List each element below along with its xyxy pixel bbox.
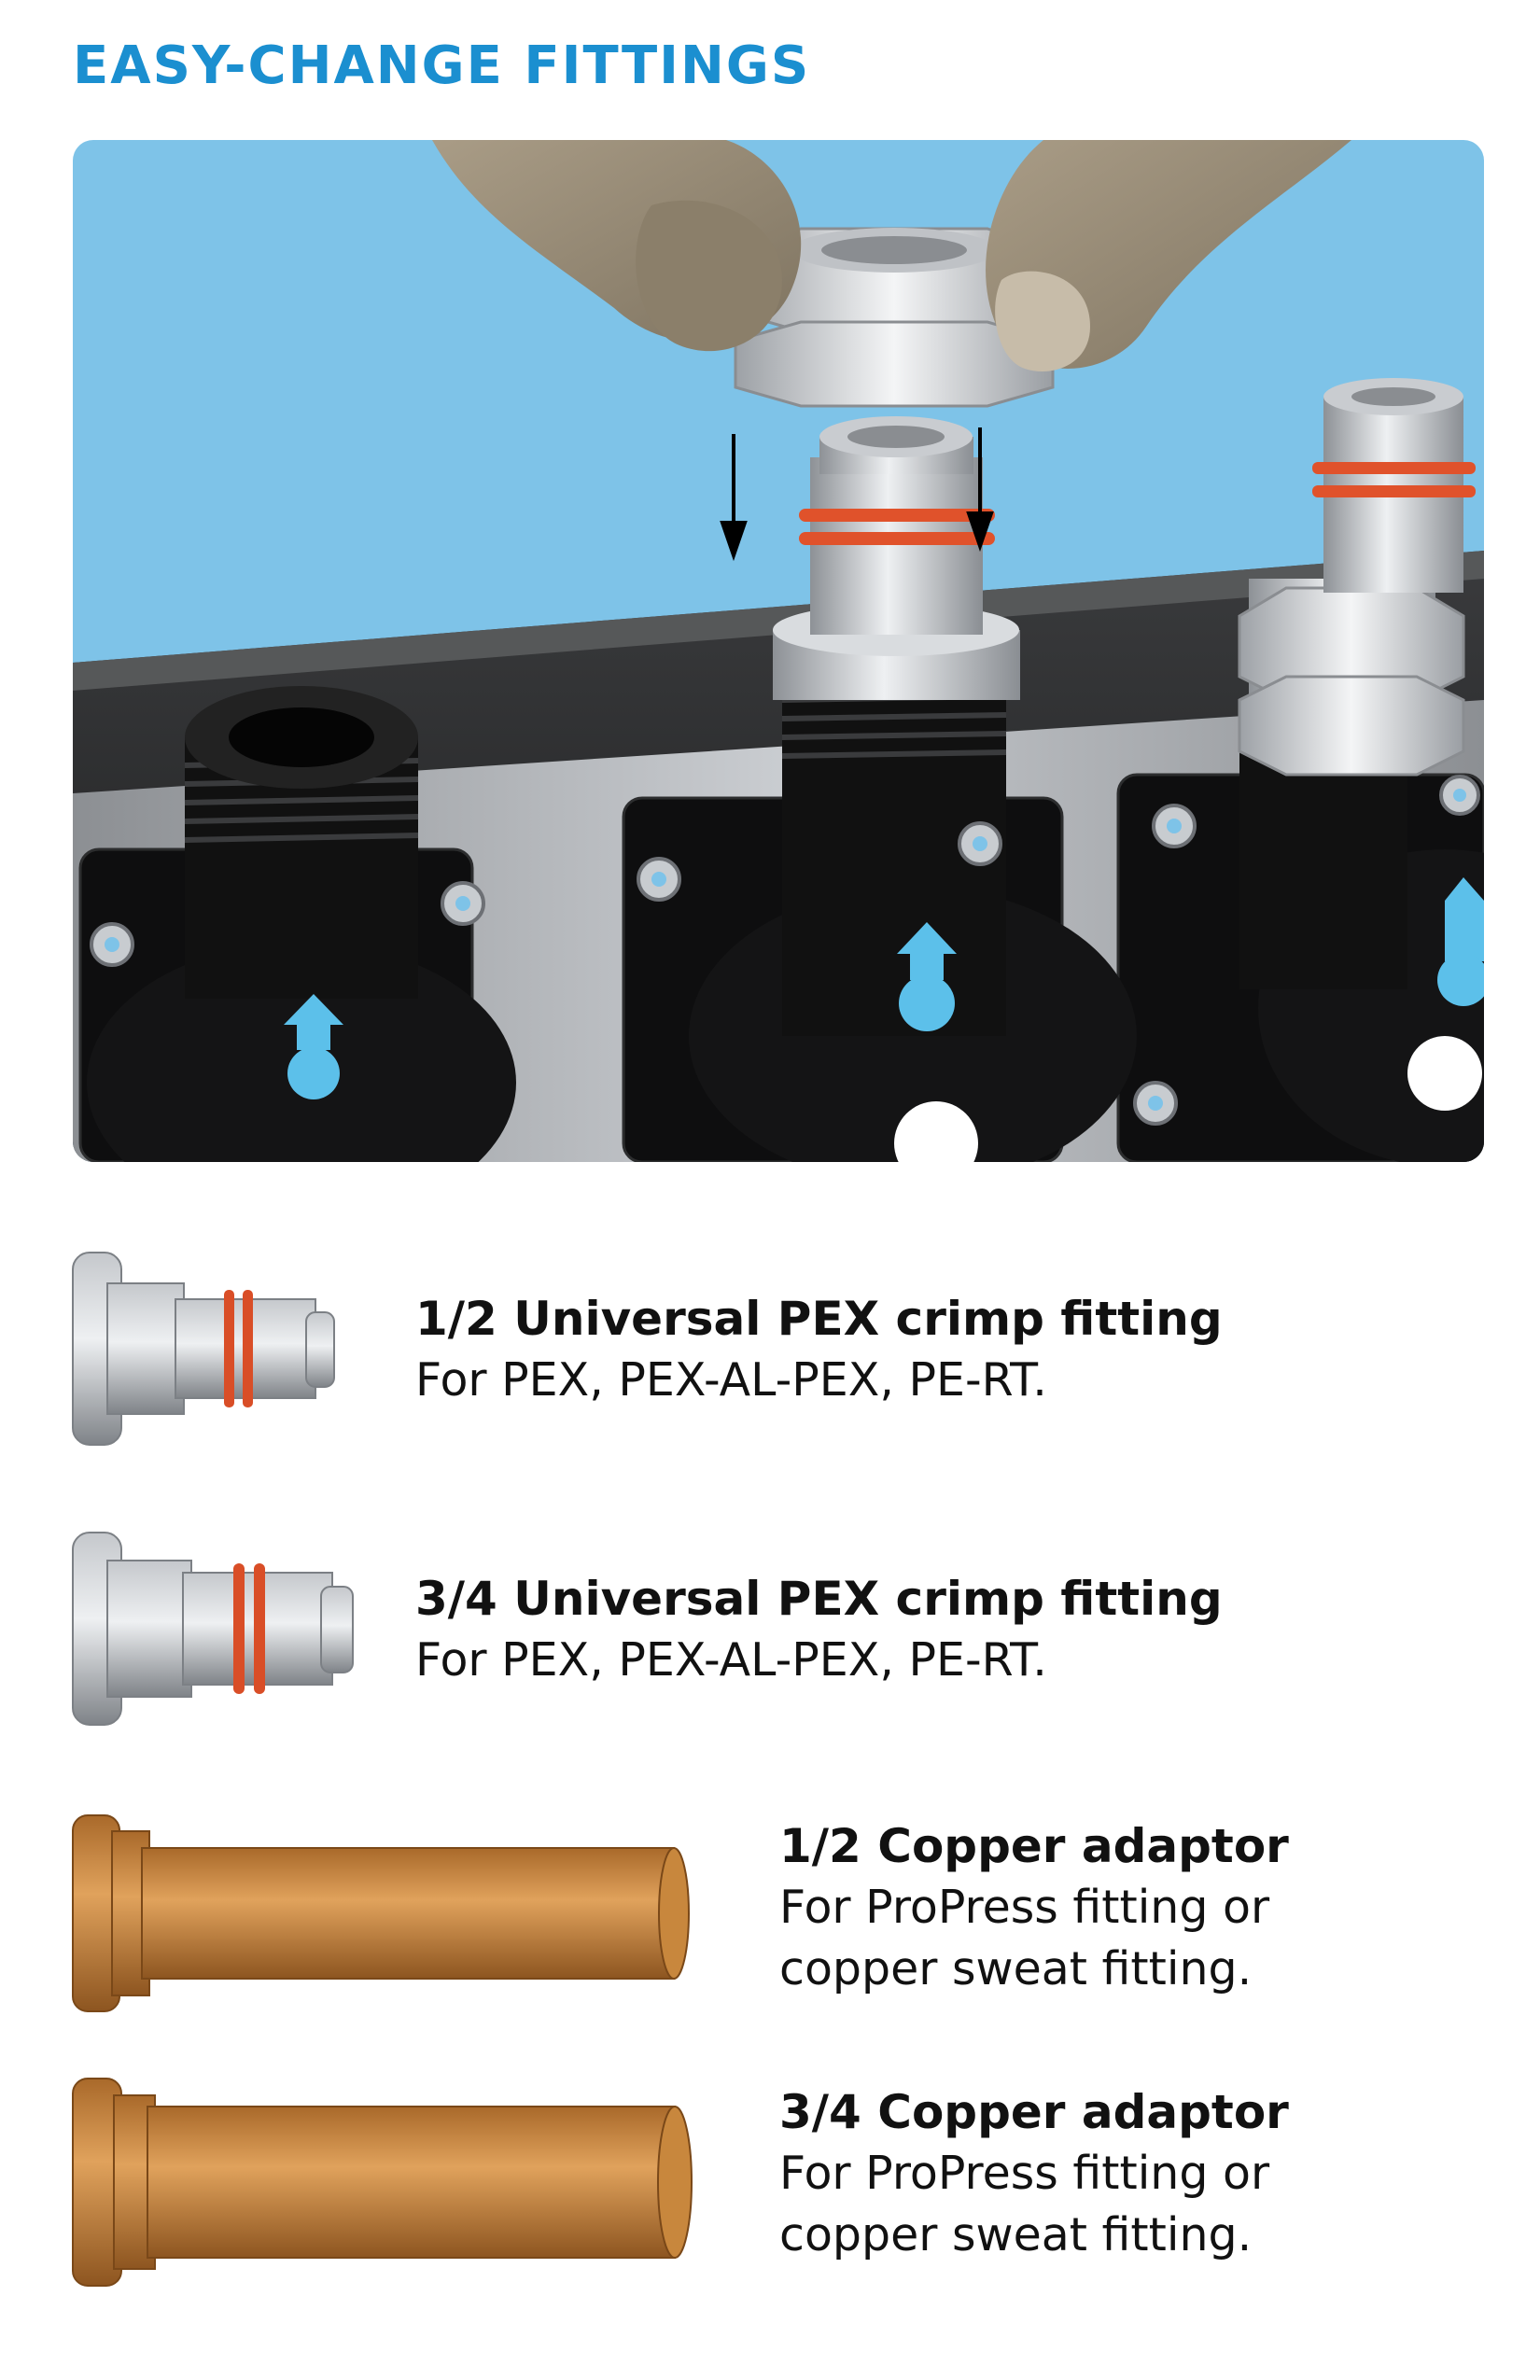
page-title: EASY-CHANGE FITTINGS [73,35,811,96]
fitting-description-line: For ProPress fitting or [779,1881,1270,1934]
fitting-name: 3/4 Copper adaptor [779,2085,1289,2139]
fitting-item: 1/2 Copper adaptor For ProPress fitting … [65,1801,1465,2025]
pex-crimp-fitting-icon [72,1252,335,1446]
fitting-name: 1/2 Copper adaptor [779,1819,1289,1873]
fitting-description: For PEX, PEX-AL-PEX, PE-RT. [415,1633,1047,1687]
copper-adaptor-icon [72,2078,693,2287]
pex-crimp-fitting-icon [72,1532,354,1726]
fitting-name: 3/4 Universal PEX crimp fitting [415,1572,1223,1626]
fitting-description-line: copper sweat fitting. [779,2208,1253,2261]
fitting-description-line: copper sweat fitting. [779,1942,1253,1995]
fitting-description: For PEX, PEX-AL-PEX, PE-RT. [415,1353,1047,1407]
fitting-description-line: For ProPress fitting or [779,2147,1270,2200]
fitting-item: 3/4 Universal PEX crimp fitting For PEX,… [65,1521,1465,1736]
fitting-item: 1/2 Universal PEX crimp fitting For PEX,… [65,1241,1465,1456]
copper-adaptor-icon [72,1814,690,2012]
fitting-name: 1/2 Universal PEX crimp fitting [415,1292,1223,1346]
fitting-item: 3/4 Copper adaptor For ProPress fitting … [65,2067,1465,2301]
manifold-illustration [73,140,1484,1162]
